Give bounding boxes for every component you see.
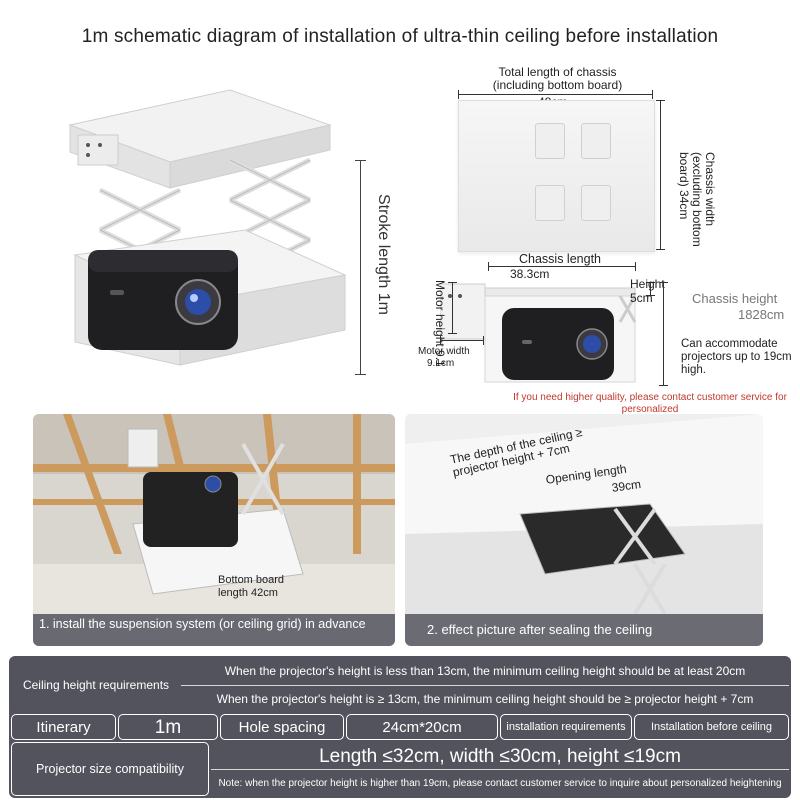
motor-height-dimension [448, 282, 457, 334]
install-req-value: Installation before ceiling [634, 714, 789, 740]
ceiling-grid-photo [33, 414, 395, 646]
size-compat-note: Note: when the projector height is highe… [211, 770, 789, 796]
projector-lift-render [68, 89, 347, 366]
spec-table: Ceiling height requirements When the pro… [9, 656, 791, 798]
ceiling-req-row-1: When the projector's height is less than… [181, 658, 789, 685]
size-compat-value: Length ≤32cm, width ≤30cm, height ≤19cm [211, 742, 789, 770]
bottom-board-label: Bottom board length 42cm [218, 574, 285, 599]
page-title: 1m schematic diagram of installation of … [81, 26, 719, 47]
chassis-height-dimension [659, 282, 668, 386]
height-value: 5cm [630, 291, 653, 305]
hole-spacing-value: 24cm*20cm [346, 714, 498, 740]
stroke-length-label: Stroke length 1m [375, 194, 392, 315]
chassis-total-length-dimension [458, 90, 653, 99]
height-label: Height [630, 277, 665, 291]
chassis-height-label: Chassis height [692, 291, 778, 306]
install-req-label: installation requirements [500, 714, 632, 740]
hole-spacing-label: Hole spacing [220, 714, 344, 740]
chassis-height-value: 1828cm [738, 307, 785, 322]
ceiling-req-row-2: When the projector's height is ≥ 13cm, t… [181, 686, 789, 712]
chassis-top-view [458, 100, 655, 252]
chassis-width-dimension [656, 100, 665, 250]
chassis-width-text: Chassis width (excluding bottom board) 3… [677, 152, 717, 247]
height-dimension [646, 282, 655, 296]
accommodate-note: Can accommodate projectors up to 19cm hi… [681, 338, 792, 376]
sealed-caption: 2. effect picture after sealing the ceil… [405, 614, 763, 646]
size-compat-label: Projector size compatibility [11, 742, 209, 796]
chassis-length-dimension [488, 262, 636, 271]
chassis-length-value: 38.3cm [510, 267, 550, 281]
higher-quality-note: If you need higher quality, please conta… [513, 392, 787, 415]
motor-width-dimension [440, 336, 484, 345]
ceiling-req-separator [181, 685, 789, 686]
install-caption: 1. install the suspension system (or cei… [33, 614, 395, 646]
install-photo-panel: Bottom board length 42cm 1. install the … [33, 414, 395, 646]
sealed-ceiling-photo-panel: The depth of the ceiling ≥ projector hei… [405, 414, 763, 646]
size-compat-separator [211, 769, 789, 770]
motor-width-value: 9.1cm [427, 358, 455, 369]
sealed-ceiling-photo [405, 414, 763, 646]
itinerary-label: Itinerary [11, 714, 116, 740]
stroke-dimension-line [355, 160, 366, 375]
motor-width-label: Motor width [418, 346, 470, 357]
chassis-side-render [440, 283, 637, 383]
itinerary-value: 1m [118, 714, 218, 740]
chassis-length-label: Chassis length [519, 252, 601, 266]
chassis-total-length-label: Total length of chassis (including botto… [492, 65, 623, 92]
ceiling-req-label: Ceiling height requirements [11, 658, 181, 712]
chassis-width-label: Chassis width (excluding bottom board) 3… [677, 152, 717, 272]
